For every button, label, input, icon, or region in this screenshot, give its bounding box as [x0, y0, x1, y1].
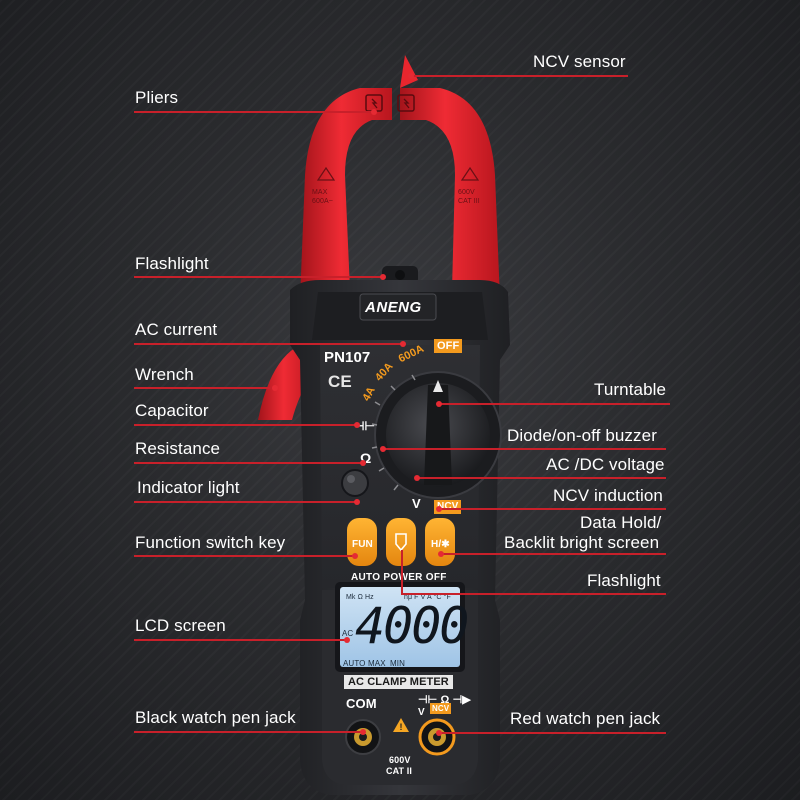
label-turntable: Turntable: [594, 380, 667, 399]
red-jack-dot: [436, 730, 442, 736]
lcd-auto: AUTO: [343, 659, 366, 668]
lcd-screen-dot: [344, 637, 350, 643]
auto-power-off-label: AUTO POWER OFF: [351, 572, 447, 583]
data-hold-leader: [442, 553, 666, 555]
v-dial-label: V: [412, 496, 421, 511]
label-flashlight-top: Flashlight: [135, 254, 209, 273]
jaw-warning-left: MAX 600A~: [312, 189, 333, 205]
flashlight-top-leader: [134, 276, 382, 278]
ncv-sensor-dot: [408, 73, 414, 79]
label-capacitor: Capacitor: [135, 401, 209, 420]
diode-leader: [384, 448, 666, 450]
ac-current-leader: [134, 343, 402, 345]
label-resistance: Resistance: [135, 439, 221, 458]
ac-clamp-meter-label: AC CLAMP METER: [344, 675, 453, 689]
wrench-dot: [272, 385, 278, 391]
lcd-ac-indicator: AC: [342, 629, 354, 638]
ncv-induction-dot: [436, 506, 442, 512]
indicator-light-leader: [134, 501, 356, 503]
jaw-warning-right: 600V CAT III: [458, 189, 480, 205]
black-jack-leader: [134, 731, 362, 733]
label-lcd-screen: LCD screen: [135, 616, 226, 635]
label-pliers: Pliers: [135, 88, 179, 107]
lcd-min: MIN: [390, 659, 405, 668]
cat-rating-label: 600V: [389, 755, 411, 765]
hold-key-label: H/✱: [431, 539, 450, 550]
label-data-hold-line1: Data Hold/: [580, 513, 662, 532]
label-diode-buzzer: Diode/on-off buzzer: [507, 426, 657, 445]
label-function-switch-key: Function switch key: [135, 533, 286, 552]
lcd-top-right-units: nμ F V A °C °F: [404, 594, 451, 601]
resistance-leader: [134, 462, 362, 464]
flashlight-key[interactable]: [386, 518, 416, 566]
label-data-hold-line2: Backlit bright screen: [504, 533, 660, 552]
capacitor-leader: [134, 424, 356, 426]
label-red-jack: Red watch pen jack: [510, 709, 661, 728]
label-ncv-sensor: NCV sensor: [533, 52, 626, 71]
label-ncv-induction: NCV induction: [553, 486, 663, 505]
label-indicator-light: Indicator light: [137, 478, 240, 497]
fun-key-label: FUN: [352, 539, 373, 550]
turntable-dot: [436, 401, 442, 407]
svg-text:!: !: [400, 722, 403, 732]
data-hold-dot: [438, 551, 444, 557]
com-label: COM: [346, 696, 377, 711]
flashlight-top-dot: [380, 274, 386, 280]
pliers-dot: [371, 109, 377, 115]
flashlight-bottom-vleader: [401, 550, 403, 594]
lcd-screen-leader: [134, 639, 346, 641]
off-label: OFF: [434, 339, 463, 353]
label-flashlight-bottom: Flashlight: [587, 571, 661, 590]
label-black-jack: Black watch pen jack: [135, 708, 296, 727]
capacitor-dot: [354, 422, 360, 428]
wrench-leader: [134, 387, 274, 389]
indicator-light: [341, 469, 369, 497]
jack-v-label: V: [418, 707, 425, 718]
red-jack-leader: [440, 732, 666, 734]
function-key-dot: [352, 553, 358, 559]
lcd-max: MAX: [368, 659, 386, 668]
ce-mark: CE: [328, 372, 352, 391]
label-wrench: Wrench: [135, 365, 194, 384]
ohm-dial-label: Ω: [360, 450, 372, 466]
flashlight-bottom-leader: [401, 593, 666, 595]
ncv-induction-leader: [440, 508, 666, 510]
jack-ncv-label: NCV: [430, 703, 452, 714]
diode-dot: [380, 446, 386, 452]
acdc-dot: [414, 475, 420, 481]
indicator-light-dot: [354, 499, 360, 505]
label-acdc-voltage: AC /DC voltage: [546, 455, 665, 474]
ac-current-dot: [400, 341, 406, 347]
model-number: PN107: [324, 349, 371, 366]
ncv-sensor-tip: [400, 55, 418, 88]
ncv-sensor-leader: [412, 75, 628, 77]
label-ac-current: AC current: [135, 320, 218, 339]
acdc-leader: [418, 477, 666, 479]
cat-class-label: CAT II: [386, 766, 412, 776]
lcd-top-units: Mk Ω Hz: [346, 594, 374, 601]
resistance-dot: [360, 460, 366, 466]
brand-logo: ANENG: [365, 299, 422, 316]
pliers-leader: [134, 111, 374, 113]
function-key-leader: [134, 555, 354, 557]
turntable-leader: [440, 403, 670, 405]
lcd-reading: 4000: [355, 597, 469, 655]
lcd-screen: [340, 587, 460, 667]
black-jack-dot: [360, 729, 366, 735]
